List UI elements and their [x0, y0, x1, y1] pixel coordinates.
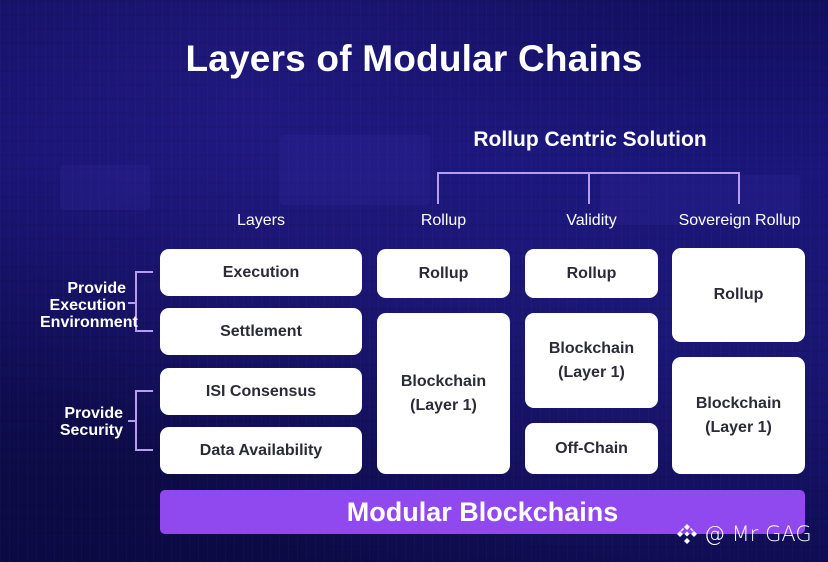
background-shape — [60, 165, 150, 210]
sovereign-box-blockchain: Blockchain (Layer 1) — [672, 357, 805, 474]
binance-diamond-icon — [676, 523, 698, 545]
rollup-box-blockchain: Blockchain (Layer 1) — [377, 313, 510, 474]
column-header-layers: Layers — [236, 212, 286, 229]
modular-blockchains-bar: Modular Blockchains — [160, 490, 805, 534]
sovereign-box-rollup: Rollup — [672, 248, 805, 342]
validity-box-blockchain: Blockchain (Layer 1) — [525, 313, 658, 408]
background-shape — [600, 175, 800, 225]
layer-box-data-availability: Data Availability — [160, 427, 362, 474]
layer-box-consensus: ISI Consensus — [160, 368, 362, 415]
column-header-sovereign-rollup: Sovereign Rollup — [678, 212, 801, 229]
column-header-rollup: Rollup — [420, 212, 467, 229]
background-shape — [280, 135, 430, 205]
column-header-validity: Validity — [566, 212, 617, 229]
side-label-security: Provide Security — [59, 405, 123, 439]
watermark-text: @ Mr GAG — [704, 522, 812, 546]
side-label-execution-environment: Provide Execution Environment — [40, 280, 138, 331]
modular-blockchains-label: Modular Blockchains — [346, 496, 619, 527]
page-title: Layers of Modular Chains — [185, 38, 643, 79]
rollup-centric-heading: Rollup Centric Solution — [473, 128, 707, 151]
validity-box-off-chain: Off-Chain — [525, 423, 658, 474]
layer-box-settlement: Settlement — [160, 308, 362, 355]
rollup-box-rollup: Rollup — [377, 249, 510, 298]
validity-box-rollup: Rollup — [525, 249, 658, 298]
security-bracket — [135, 390, 153, 451]
execution-env-bracket — [135, 271, 153, 332]
watermark: @ Mr GAG — [676, 522, 812, 546]
layer-box-execution: Execution — [160, 249, 362, 296]
